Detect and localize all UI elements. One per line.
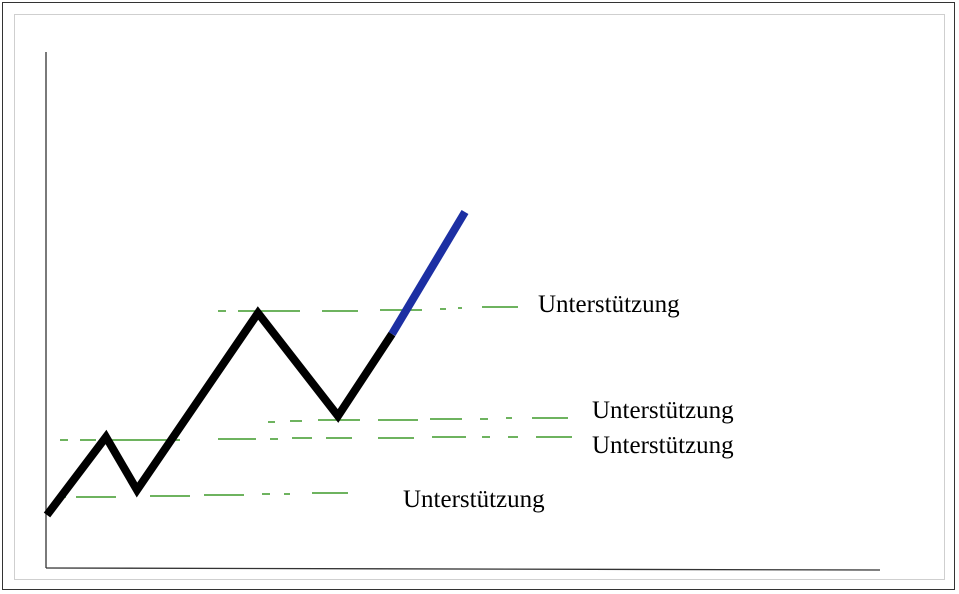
support-label-top: Unterstützung: [538, 291, 680, 318]
diagram-canvas: [14, 14, 945, 580]
support-line-top: [218, 306, 518, 312]
support-label-mid-lower: Unterstützung: [592, 432, 734, 459]
x-axis: [45, 567, 881, 571]
support-line-mid-upper: [268, 417, 568, 423]
price-line: [43, 306, 396, 518]
support-label-bottom: Unterstützung: [403, 486, 545, 513]
support-line-bottom: [58, 492, 348, 498]
breakout-segment: [388, 209, 469, 337]
support-line-mid-lower: [60, 436, 572, 441]
support-label-mid-upper: Unterstützung: [592, 397, 734, 424]
